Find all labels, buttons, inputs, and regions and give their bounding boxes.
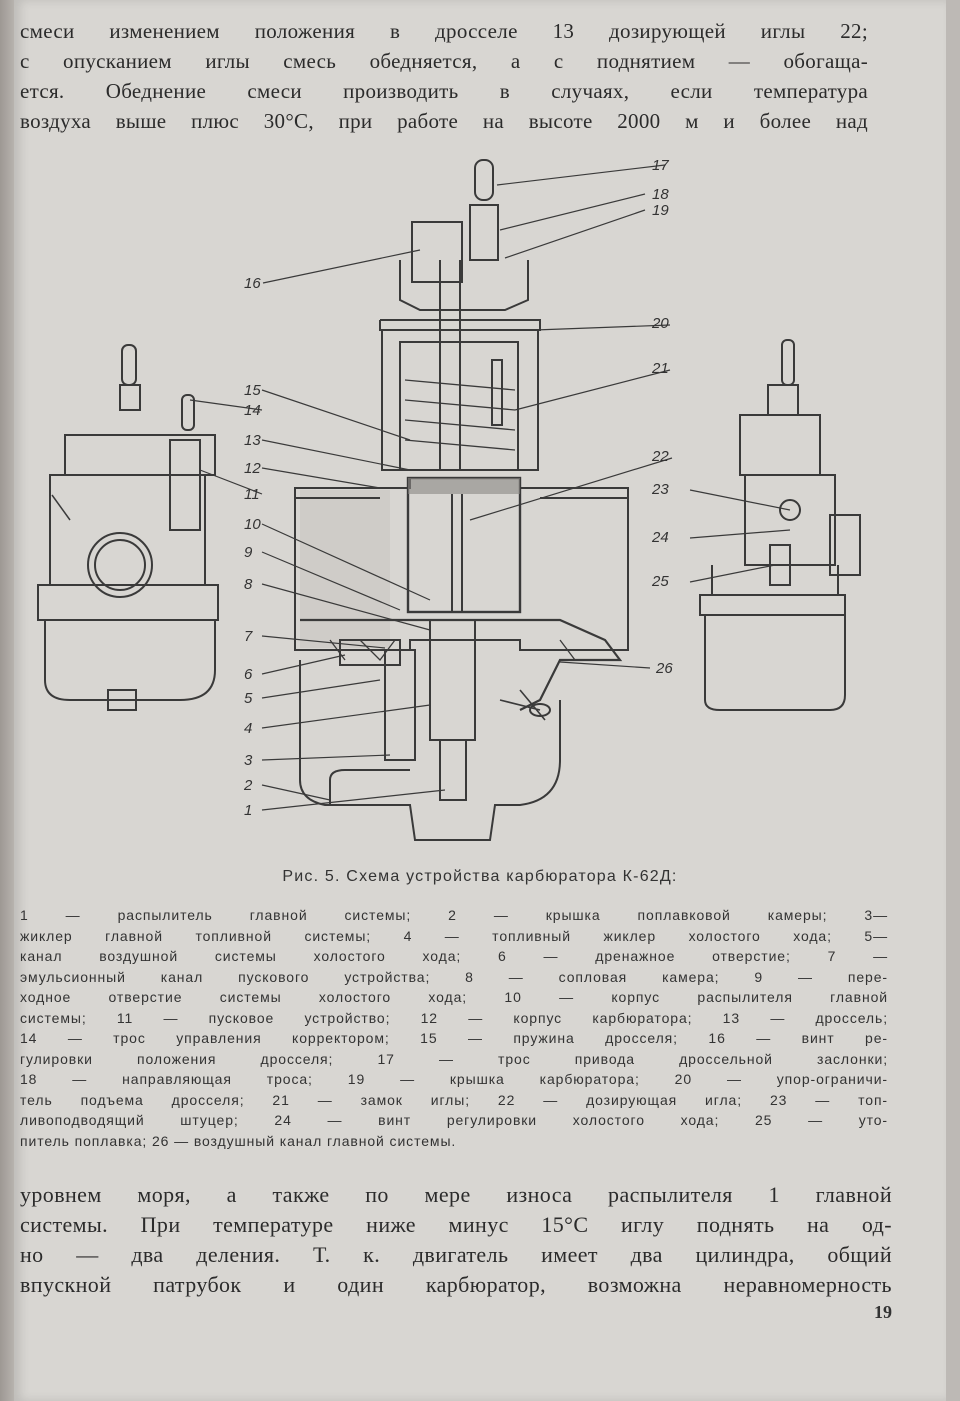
callout-15: 15: [244, 382, 261, 399]
legend-line: 18 — направляющая троса; 19 — крышка кар…: [20, 1071, 888, 1087]
callout-7: 7: [244, 628, 253, 645]
text-line: смеси изменением положения в дросселе 13…: [20, 19, 868, 43]
legend-line: 14 — трос управления корректором; 15 — п…: [20, 1030, 888, 1046]
callout-16: 16: [244, 275, 261, 292]
body-text-top: смеси изменением положения в дросселе 13…: [20, 16, 868, 136]
text-line: ется. Обеднение смеси производить в случ…: [20, 79, 868, 103]
callout-12: 12: [244, 460, 261, 477]
text-line: с опусканием иглы смесь обедняется, а с …: [20, 49, 868, 73]
text-line: воздуха выше плюс 30°С, при работе на вы…: [20, 109, 868, 133]
callout-11: 11: [244, 486, 260, 503]
text-line: системы. При температуре ниже минус 15°С…: [20, 1212, 892, 1237]
callout-6: 6: [244, 666, 253, 683]
callout-21: 21: [651, 360, 669, 377]
legend-line: ходное отверстие системы холостого хода;…: [20, 989, 888, 1005]
callout-17: 17: [652, 157, 669, 174]
legend-line: системы; 11 — пусковое устройство; 12 — …: [20, 1009, 888, 1026]
callout-3: 3: [244, 752, 253, 769]
callout-13: 13: [244, 432, 261, 449]
callout-4: 4: [244, 720, 252, 737]
callout-8: 8: [244, 576, 253, 593]
callout-22: 22: [651, 448, 669, 465]
callout-1: 1: [244, 802, 252, 819]
text-line: но — два деления. Т. к. двигатель имеет …: [20, 1242, 892, 1267]
figure-caption: Рис. 5. Схема устройства карбюратора К-6…: [282, 868, 678, 885]
callout-20: 20: [651, 315, 669, 332]
text-line: уровнем моря, а также по мере износа рас…: [20, 1182, 892, 1207]
legend-line: 1 — распылитель главной системы; 2 — кры…: [20, 907, 888, 923]
page-number: 19: [874, 1302, 892, 1322]
legend-line: гулировки положения дросселя; 17 — трос …: [20, 1050, 888, 1067]
callout-19: 19: [652, 202, 669, 219]
legend-line: эмульсионный канал пускового устройства;…: [20, 968, 888, 985]
callout-24: 24: [651, 529, 669, 546]
center-section-view: [294, 159, 629, 841]
callout-5: 5: [244, 690, 253, 707]
legend-line: жиклер главной топливной системы; 4 — то…: [20, 927, 888, 944]
callout-23: 23: [651, 481, 669, 498]
body-text-bottom: уровнем моря, а также по мере износа рас…: [20, 1180, 892, 1300]
legend-line: питель поплавка; 26 — воздушный канал гл…: [20, 1132, 457, 1149]
legend-line: тель подъема дросселя; 21 — замок иглы; …: [20, 1091, 888, 1108]
callout-14: 14: [244, 402, 261, 419]
legend-line: ливоподводящий штуцер; 24 — винт регулир…: [20, 1112, 888, 1128]
callout-25: 25: [651, 573, 669, 590]
figure-legend: 1 — распылитель главной системы; 2 — кры…: [20, 905, 888, 1151]
left-side-view: [37, 344, 219, 711]
legend-line: канал воздушной системы холостого хода; …: [20, 948, 888, 964]
right-side-view: [699, 339, 861, 711]
callout-10: 10: [244, 516, 261, 533]
leader-lines: [189, 164, 791, 811]
callout-9: 9: [244, 544, 253, 561]
callout-2: 2: [243, 777, 253, 794]
callout-26: 26: [655, 660, 673, 677]
callout-18: 18: [652, 186, 669, 203]
callout-labels: 1 2 3 4 5 6 7 8 9 10 11 12 13 14 15 16 1…: [243, 157, 673, 819]
text-line: впускной патрубок и один карбюратор, воз…: [20, 1272, 892, 1297]
